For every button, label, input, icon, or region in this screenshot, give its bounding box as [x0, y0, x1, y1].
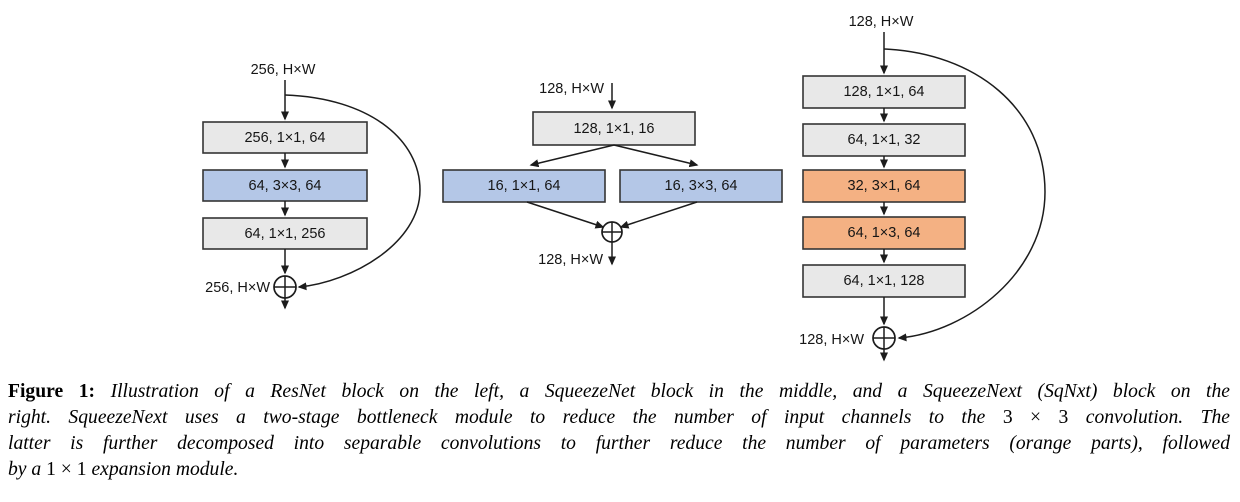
- squeezenext-layer-label-3: 32, 3×1, 64: [848, 178, 921, 194]
- caption-text: Illustration of a ResNet block on the le…: [110, 381, 1230, 402]
- figure-number-label: Figure 1:: [8, 381, 96, 402]
- squeezenet-expand1x1-label: 16, 1×1, 64: [488, 178, 561, 194]
- squeezenet-merge-left-arrow: [526, 201, 605, 229]
- squeezenet-expand3x3-box: [619, 169, 783, 203]
- squeezenext-layer-box-1: [802, 75, 966, 109]
- squeezenext-layer-label-4: 64, 1×3, 64: [848, 225, 921, 241]
- squeezenext-input-label: 128, H×W: [849, 14, 914, 30]
- squeezenet-block-diagram: 128, H×W 128, 1×1, 16 16, 1×1, 64 16, 3×…: [442, 81, 783, 268]
- resnet-layer-label-1: 256, 1×1, 64: [244, 130, 325, 146]
- resnet-layer-box-3: [202, 217, 368, 250]
- squeezenext-layer-label-1: 128, 1×1, 64: [843, 84, 924, 100]
- caption-math-1x1: 1 × 1: [46, 459, 87, 480]
- figure-diagram: 256, H×W 256, 1×1, 64 64, 3×3, 64 64, 1×…: [202, 14, 1046, 362]
- caption-text: convolution. The: [1085, 407, 1230, 428]
- squeezenet-expand1x1-box: [442, 169, 606, 203]
- caption-line-2: right. SqueezeNext uses a two-stage bott…: [8, 405, 1230, 431]
- resnet-layer-label-2: 64, 3×3, 64: [249, 178, 322, 194]
- squeezenet-expand3x3-label: 16, 3×3, 64: [665, 178, 738, 194]
- resnet-input-label: 256, H×W: [251, 62, 316, 78]
- squeezenet-squeeze-box: [532, 111, 696, 146]
- squeezenext-skip-connection-curve: [883, 48, 1046, 342]
- squeezenet-branch-left-arrow: [529, 144, 615, 168]
- squeezenext-output-label: 128, H×W: [799, 332, 864, 348]
- squeezenet-merge-right-arrow: [619, 201, 698, 229]
- caption-line-4: by a 1 × 1 expansion module.: [8, 457, 1230, 483]
- resnet-layer-box-2: [202, 169, 368, 202]
- figure-caption: Figure 1: Illustration of a ResNet block…: [8, 379, 1230, 483]
- caption-line-1: Figure 1: Illustration of a ResNet block…: [8, 379, 1230, 405]
- squeezenext-layer-box-3: [802, 169, 966, 203]
- caption-text: latter is further decomposed into separa…: [8, 433, 1230, 454]
- resnet-sum-operator-icon: [273, 275, 297, 299]
- squeezenext-layer-box-2: [802, 123, 966, 157]
- squeezenet-branch-right-arrow: [613, 144, 699, 168]
- squeezenext-layer-label-2: 64, 1×1, 32: [848, 132, 921, 148]
- squeezenext-sum-operator-icon: [872, 326, 896, 350]
- caption-math-3x3: 3 × 3: [1002, 407, 1069, 428]
- resnet-layer-label-3: 64, 1×1, 256: [244, 226, 325, 242]
- squeezenext-layer-box-4: [802, 216, 966, 250]
- resnet-output-label: 256, H×W: [205, 280, 270, 296]
- resnet-skip-connection-curve: [284, 94, 421, 291]
- caption-line-3: latter is further decomposed into separa…: [8, 431, 1230, 457]
- resnet-layer-box-1: [202, 121, 368, 154]
- squeezenet-output-label: 128, H×W: [538, 252, 603, 268]
- squeezenet-input-label: 128, H×W: [539, 81, 604, 97]
- squeezenext-layer-label-5: 64, 1×1, 128: [843, 273, 924, 289]
- squeezenet-squeeze-label: 128, 1×1, 16: [573, 121, 654, 137]
- squeezenet-sum-operator-icon: [601, 221, 623, 243]
- caption-text: by a: [8, 459, 42, 480]
- caption-text: expansion module.: [91, 459, 239, 480]
- squeezenext-layer-box-5: [802, 264, 966, 298]
- caption-text: right. SqueezeNext uses a two-stage bott…: [8, 407, 986, 428]
- resnet-block-diagram: 256, H×W 256, 1×1, 64 64, 3×3, 64 64, 1×…: [202, 62, 421, 310]
- squeezenext-block-diagram: 128, H×W 128, 1×1, 64 64, 1×1, 32 32, 3×…: [799, 14, 1046, 362]
